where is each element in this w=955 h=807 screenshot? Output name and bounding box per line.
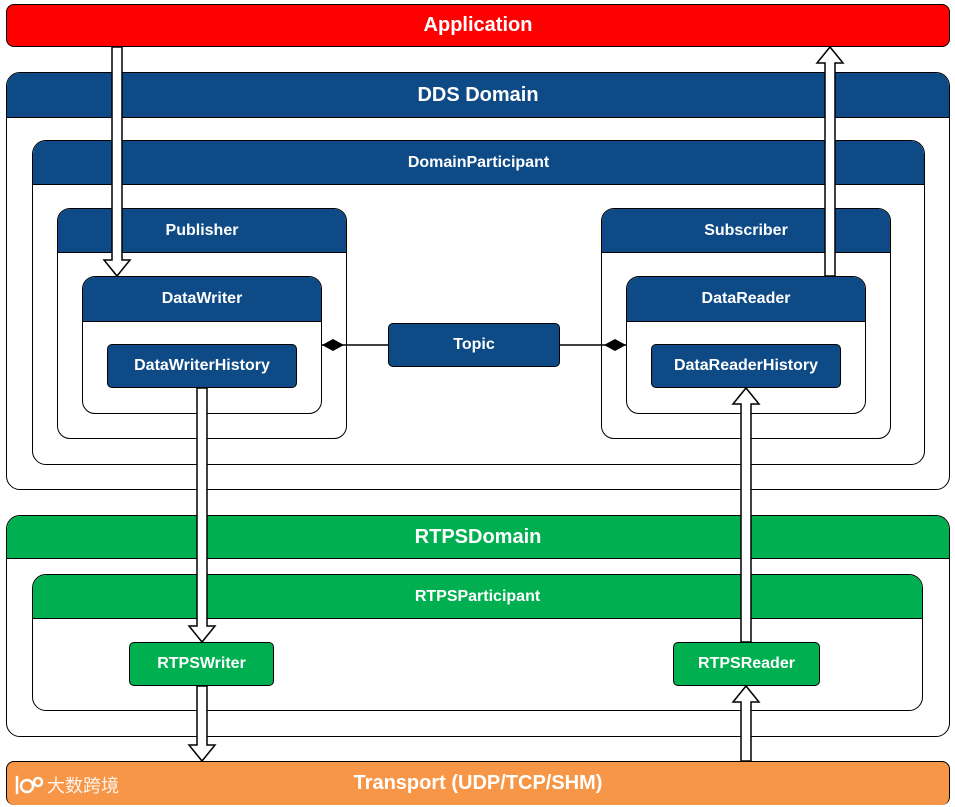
rtps-participant-header: RTPSParticipant	[33, 575, 922, 619]
topic-box-label: Topic	[453, 336, 495, 353]
data-reader-header: DataReader	[627, 277, 865, 322]
subscriber-label: Subscriber	[704, 221, 788, 239]
rtps-reader: RTPSReader	[673, 642, 820, 686]
data-writer-label: DataWriter	[161, 290, 243, 307]
data-writer-header: DataWriter	[83, 277, 321, 322]
application-bar: Application	[6, 4, 950, 47]
publisher-label: Publisher	[165, 221, 239, 239]
watermark-text: 大数跨境	[47, 776, 119, 797]
watermark: 大数跨境	[14, 772, 119, 798]
publisher-header: Publisher	[58, 209, 346, 253]
domain-participant-label: DomainParticipant	[407, 153, 550, 171]
rtps-participant: RTPSParticipant	[32, 574, 923, 711]
subscriber-header: Subscriber	[602, 209, 890, 253]
data-reader-history: DataReaderHistory	[651, 344, 841, 388]
rtps-writer: RTPSWriter	[129, 642, 274, 686]
data-writer-history: DataWriterHistory	[107, 344, 297, 388]
domain-participant-header: DomainParticipant	[33, 141, 924, 185]
rtps-participant-label: RTPSParticipant	[414, 587, 541, 605]
watermark-logo-icon	[15, 775, 44, 795]
transport-bar: Transport (UDP/TCP/SHM)	[6, 761, 950, 805]
topic-box: Topic	[388, 323, 560, 367]
application-bar-label: Application	[423, 14, 533, 36]
data-reader-label: DataReader	[701, 290, 791, 307]
rtps-writer-label: RTPSWriter	[157, 655, 246, 672]
data-writer-history-label: DataWriterHistory	[134, 357, 270, 374]
data-reader-history-label: DataReaderHistory	[673, 357, 819, 374]
transport-bar-label: Transport (UDP/TCP/SHM)	[353, 772, 603, 794]
rtps-domain-header: RTPSDomain	[7, 516, 949, 559]
rtps-reader-label: RTPSReader	[698, 655, 795, 672]
dds-domain-header: DDS Domain	[7, 73, 949, 118]
rtps-domain-label: RTPSDomain	[414, 525, 542, 548]
dds-domain-label: DDS Domain	[417, 83, 539, 106]
